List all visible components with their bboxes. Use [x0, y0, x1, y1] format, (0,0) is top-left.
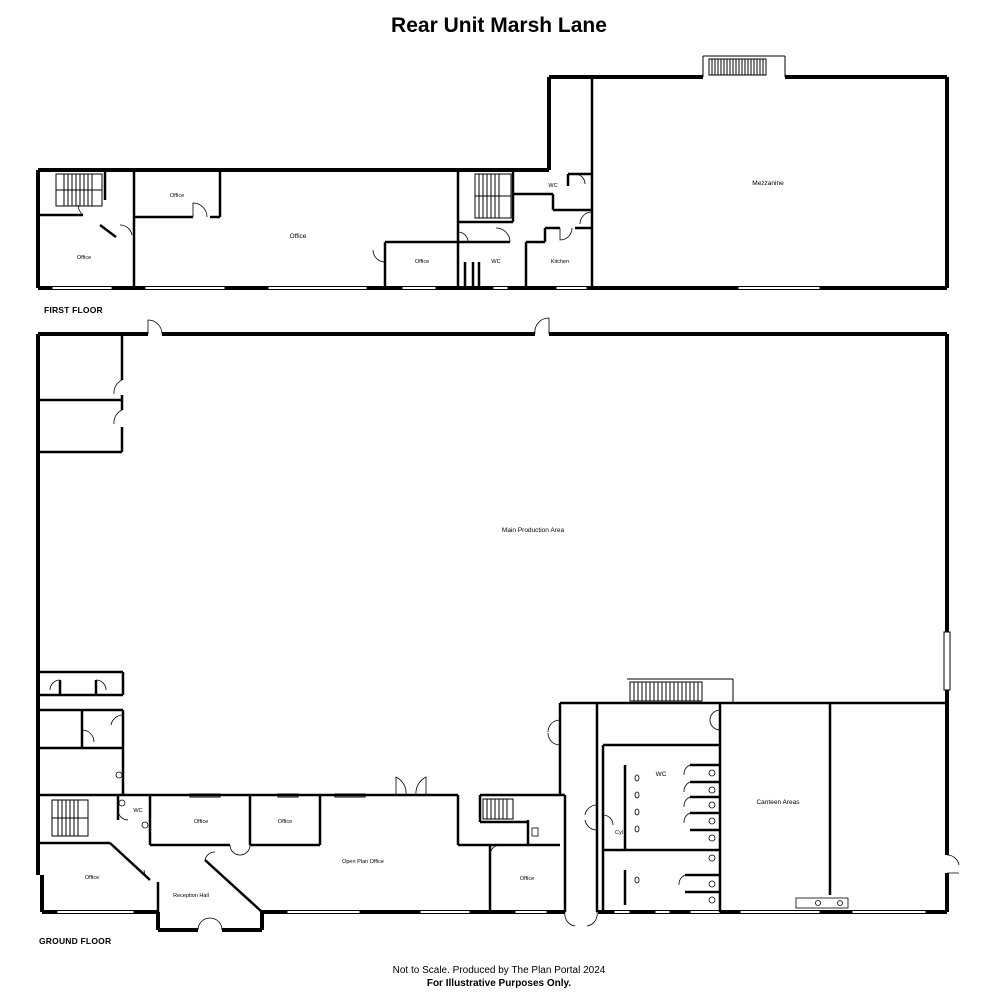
room-open-plan-office: Open Plan Office	[342, 859, 384, 865]
room-wc-large: WC	[656, 771, 667, 778]
ground-floor-doors	[117, 709, 960, 931]
room-office-small-ff: Office	[170, 193, 184, 199]
first-floor-outer-walls	[36, 75, 949, 290]
first-floor-internal-walls	[39, 78, 594, 288]
ground-floor-windows	[56, 631, 951, 932]
room-wc-b-ff: WC	[491, 259, 500, 265]
room-canteen-areas: Canteen Areas	[756, 799, 800, 806]
room-office-b: Office	[278, 819, 292, 825]
first-floor-windows	[51, 286, 821, 290]
first-floor-room-labels: Office Office Office Office WC WC Kitche…	[77, 180, 784, 265]
ground-floor-stair-mid	[482, 798, 514, 820]
room-office-a: Office	[194, 819, 208, 825]
ground-floor-left-stores	[39, 334, 125, 795]
first-floor-label: FIRST FLOOR	[44, 305, 103, 315]
room-office-left-ff: Office	[77, 255, 91, 261]
room-office-left-gf: Office	[85, 875, 99, 881]
room-main-production: Main Production Area	[502, 527, 565, 534]
room-mezzanine: Mezzanine	[752, 180, 784, 187]
external-stair-top	[702, 55, 786, 77]
room-cyl: Cyl	[615, 830, 623, 836]
ground-floor-right-walls	[558, 701, 947, 912]
ground-floor-top-doors	[147, 317, 550, 335]
room-office-mid-ff: Office	[415, 259, 429, 265]
footer-illustrative: For Illustrative Purposes Only.	[426, 978, 572, 989]
plan-title: Rear Unit Marsh Lane	[391, 14, 607, 37]
ground-floor-outer-walls	[36, 332, 949, 932]
ground-floor-label: GROUND FLOOR	[39, 936, 112, 946]
ground-floor-stair-left	[51, 799, 89, 837]
wc-fixtures	[118, 769, 849, 909]
first-floor-stair-left	[55, 173, 103, 207]
room-wc-a-ff: WC	[548, 183, 557, 189]
ground-floor-stair-upper	[627, 678, 734, 703]
room-wc-small: WC	[133, 808, 142, 814]
room-office-right-gf: Office	[520, 876, 534, 882]
first-floor-doors	[77, 173, 593, 263]
first-floor-stair-mid	[474, 173, 512, 219]
ground-floor-left-doors	[49, 379, 124, 779]
ground-floor-plan: Main Production Area WC Office Office Op…	[36, 317, 960, 932]
first-floor-plan: Office Office Office Office WC WC Kitche…	[36, 55, 949, 290]
ground-floor-front-walls	[39, 793, 565, 913]
room-office-main-ff: Office	[290, 233, 307, 240]
room-reception-hall: Reception Hall	[173, 893, 209, 899]
room-kitchen-ff: Kitchen	[551, 259, 569, 265]
footer-disclaimer: Not to Scale. Produced by The Plan Porta…	[392, 965, 606, 976]
ground-floor-room-labels: Main Production Area WC Office Office Op…	[85, 527, 800, 899]
